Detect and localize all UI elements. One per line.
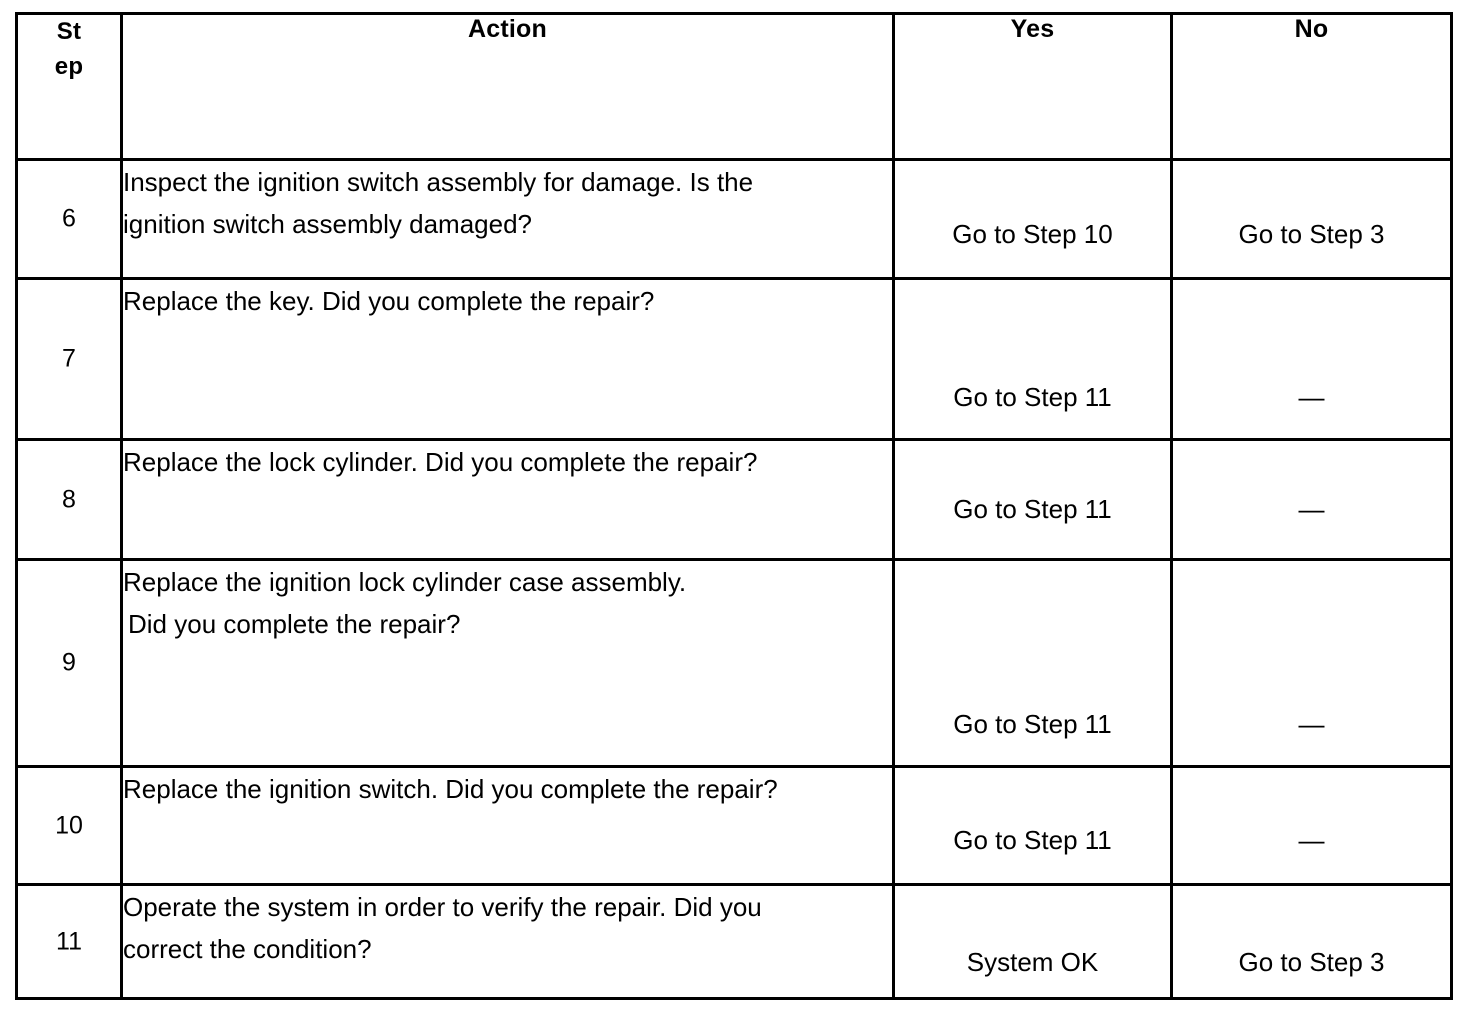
column-header-step-label: St ep xyxy=(18,15,120,85)
no-answer-cell: — xyxy=(1170,438,1453,561)
action-cell: Replace the ignition switch. Did you com… xyxy=(120,765,895,886)
column-header-yes-label: Yes xyxy=(1010,15,1055,43)
column-header-step-line1: St xyxy=(56,18,82,45)
table-row: 11 Operate the system in order to verify… xyxy=(15,883,1453,1000)
action-line: Operate the system in order to verify th… xyxy=(123,892,762,922)
no-answer-cell: Go to Step 3 xyxy=(1170,158,1453,280)
step-number-cell: 7 xyxy=(15,277,123,441)
column-header-action: Action xyxy=(120,12,895,161)
yes-answer: System OK xyxy=(966,947,1099,977)
yes-answer: Go to Step 10 xyxy=(952,219,1113,249)
column-header-step: St ep xyxy=(15,12,123,161)
step-number: 8 xyxy=(62,485,76,513)
action-line: Replace the ignition lock cylinder case … xyxy=(123,567,687,597)
step-number-cell: 8 xyxy=(15,438,123,561)
table-row: 10 Replace the ignition switch. Did you … xyxy=(15,765,1453,886)
yes-answer: Go to Step 11 xyxy=(953,494,1112,524)
column-header-no-label: No xyxy=(1294,15,1329,43)
action-line: Replace the key. Did you complete the re… xyxy=(123,286,655,316)
yes-answer-cell: Go to Step 10 xyxy=(892,158,1173,280)
no-answer: — xyxy=(1298,382,1325,412)
column-header-step-line2: ep xyxy=(54,52,84,80)
action-line: ignition switch assembly damaged? xyxy=(123,209,532,240)
step-number: 11 xyxy=(56,927,82,955)
yes-answer: Go to Step 11 xyxy=(953,709,1112,739)
yes-answer-cell: Go to Step 11 xyxy=(892,558,1173,768)
table-row: 9 Replace the ignition lock cylinder cas… xyxy=(15,558,1453,768)
action-line: Replace the ignition switch. Did you com… xyxy=(123,774,778,804)
step-number-cell: 10 xyxy=(15,765,123,886)
table-header: St ep Action Yes No xyxy=(15,12,1453,161)
action-line: Inspect the ignition switch assembly for… xyxy=(123,167,754,197)
step-number: 7 xyxy=(62,344,76,373)
no-answer-cell: Go to Step 3 xyxy=(1170,883,1453,1000)
table-row: 7 Replace the key. Did you complete the … xyxy=(15,277,1453,441)
no-answer-cell: — xyxy=(1170,765,1453,886)
action-cell: Operate the system in order to verify th… xyxy=(120,883,895,1000)
yes-answer-cell: System OK xyxy=(892,883,1173,1000)
no-answer-cell: — xyxy=(1170,277,1453,441)
header-row: St ep Action Yes No xyxy=(15,12,1453,161)
column-header-action-label: Action xyxy=(468,15,547,43)
yes-answer: Go to Step 11 xyxy=(953,382,1112,412)
action-cell: Replace the lock cylinder. Did you compl… xyxy=(120,438,895,561)
action-line: correct the condition? xyxy=(123,934,372,965)
step-number-cell: 9 xyxy=(15,558,123,768)
step-number-cell: 6 xyxy=(15,158,123,280)
no-answer-cell: — xyxy=(1170,558,1453,768)
no-answer: — xyxy=(1298,709,1325,739)
yes-answer-cell: Go to Step 11 xyxy=(892,438,1173,561)
action-cell: Replace the ignition lock cylinder case … xyxy=(120,558,895,768)
no-answer: Go to Step 3 xyxy=(1238,219,1385,249)
step-number-cell: 11 xyxy=(15,883,123,1000)
yes-answer: Go to Step 11 xyxy=(953,825,1112,855)
column-header-no: No xyxy=(1170,12,1453,161)
step-number: 9 xyxy=(62,648,76,677)
action-cell: Replace the key. Did you complete the re… xyxy=(120,277,895,441)
action-line: Did you complete the repair? xyxy=(128,609,461,640)
step-number: 6 xyxy=(62,204,76,233)
no-answer: — xyxy=(1298,494,1325,524)
table-row: 6 Inspect the ignition switch assembly f… xyxy=(15,158,1453,280)
no-answer: Go to Step 3 xyxy=(1238,947,1385,977)
action-line: Replace the lock cylinder. Did you compl… xyxy=(123,447,758,477)
table-body: 6 Inspect the ignition switch assembly f… xyxy=(15,158,1453,1000)
table-row: 8 Replace the lock cylinder. Did you com… xyxy=(15,438,1453,561)
action-cell: Inspect the ignition switch assembly for… xyxy=(120,158,895,280)
yes-answer-cell: Go to Step 11 xyxy=(892,277,1173,441)
column-header-yes: Yes xyxy=(892,12,1173,161)
no-answer: — xyxy=(1298,825,1325,855)
yes-answer-cell: Go to Step 11 xyxy=(892,765,1173,886)
step-number: 10 xyxy=(55,811,83,839)
